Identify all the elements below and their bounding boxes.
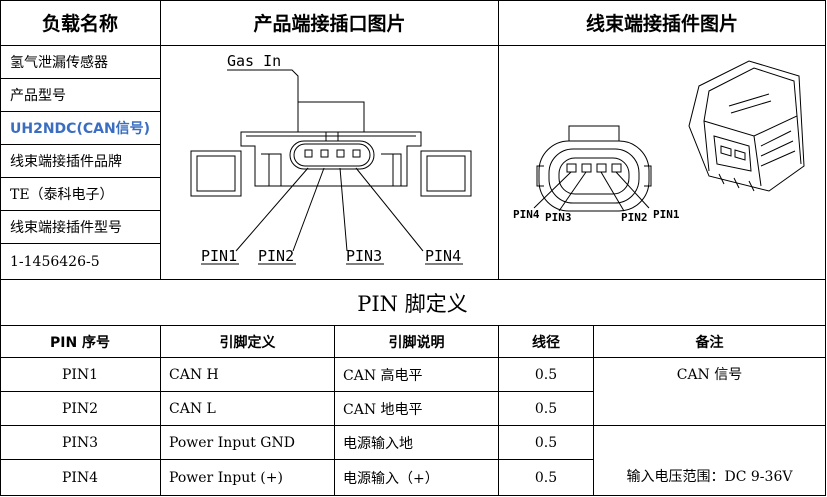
table-cell-definition: CAN L: [161, 392, 335, 426]
table-cell-description: 电源输入（+）: [335, 460, 499, 496]
left-item-model-label: 产品型号: [0, 79, 161, 112]
product-pin4-label: PIN4: [425, 247, 461, 265]
table-cell-gauge: 0.5: [499, 392, 594, 426]
table-cell-description: 电源输入地: [335, 426, 499, 460]
product-pin3-label: PIN3: [346, 247, 382, 265]
table-cell-definition: Power Input (+): [161, 460, 335, 496]
gas-in-label: Gas In: [227, 52, 281, 70]
left-item-connector-model-value: 1-1456426-5: [0, 244, 161, 280]
harness-connector-image: PIN4 PIN3 PIN2 PIN1: [499, 46, 826, 280]
table-cell-description: CAN 高电平: [335, 358, 499, 392]
harness-pin3-label: PIN3: [545, 211, 572, 224]
table-header-remarks: 备注: [594, 326, 826, 358]
product-pin2-label: PIN2: [258, 247, 294, 265]
left-item-sensor-name: 氢气泄漏传感器: [0, 46, 161, 79]
header-product-image: 产品端接插口图片: [161, 0, 499, 46]
table-cell-gauge: 0.5: [499, 426, 594, 460]
pin-definition-title: PIN 脚定义: [0, 280, 826, 326]
table-cell-pin: PIN2: [0, 392, 161, 426]
left-item-model-value: UH2NDC(CAN信号): [0, 112, 161, 145]
product-connector-image: Gas In PIN1 PIN2 PIN3 PIN4: [161, 46, 499, 280]
harness-pin4-label: PIN4: [513, 208, 540, 221]
left-item-connector-model-label: 线束端接插件型号: [0, 211, 161, 244]
table-cell-pin: PIN1: [0, 358, 161, 392]
product-connector-drawing: Gas In PIN1 PIN2 PIN3 PIN4: [190, 52, 472, 265]
harness-pin1-label: PIN1: [653, 208, 680, 221]
table-cell-gauge: 0.5: [499, 358, 594, 392]
table-cell-gauge: 0.5: [499, 460, 594, 496]
header-harness-image: 线束端接插件图片: [499, 0, 826, 46]
table-cell-definition: CAN H: [161, 358, 335, 392]
table-cell-remark-can: CAN 信号: [594, 358, 826, 426]
table-cell-remark-power: 输入电压范围：DC 9-36V: [594, 426, 826, 496]
table-header-pin-description: 引脚说明: [335, 326, 499, 358]
table-header-pin-number: PIN 序号: [0, 326, 161, 358]
harness-pin2-label: PIN2: [621, 211, 648, 224]
table-cell-pin: PIN3: [0, 426, 161, 460]
table-cell-description: CAN 地电平: [335, 392, 499, 426]
header-load-name: 负载名称: [0, 0, 161, 46]
table-header-wire-gauge: 线径: [499, 326, 594, 358]
left-item-brand-value: TE（泰科电子）: [0, 178, 161, 211]
table-header-pin-definition: 引脚定义: [161, 326, 335, 358]
table-cell-definition: Power Input GND: [161, 426, 335, 460]
table-cell-pin: PIN4: [0, 460, 161, 496]
harness-connector-drawing: PIN4 PIN3 PIN2 PIN1: [513, 60, 805, 224]
left-item-brand-label: 线束端接插件品牌: [0, 145, 161, 178]
product-pin1-label: PIN1: [201, 247, 237, 265]
